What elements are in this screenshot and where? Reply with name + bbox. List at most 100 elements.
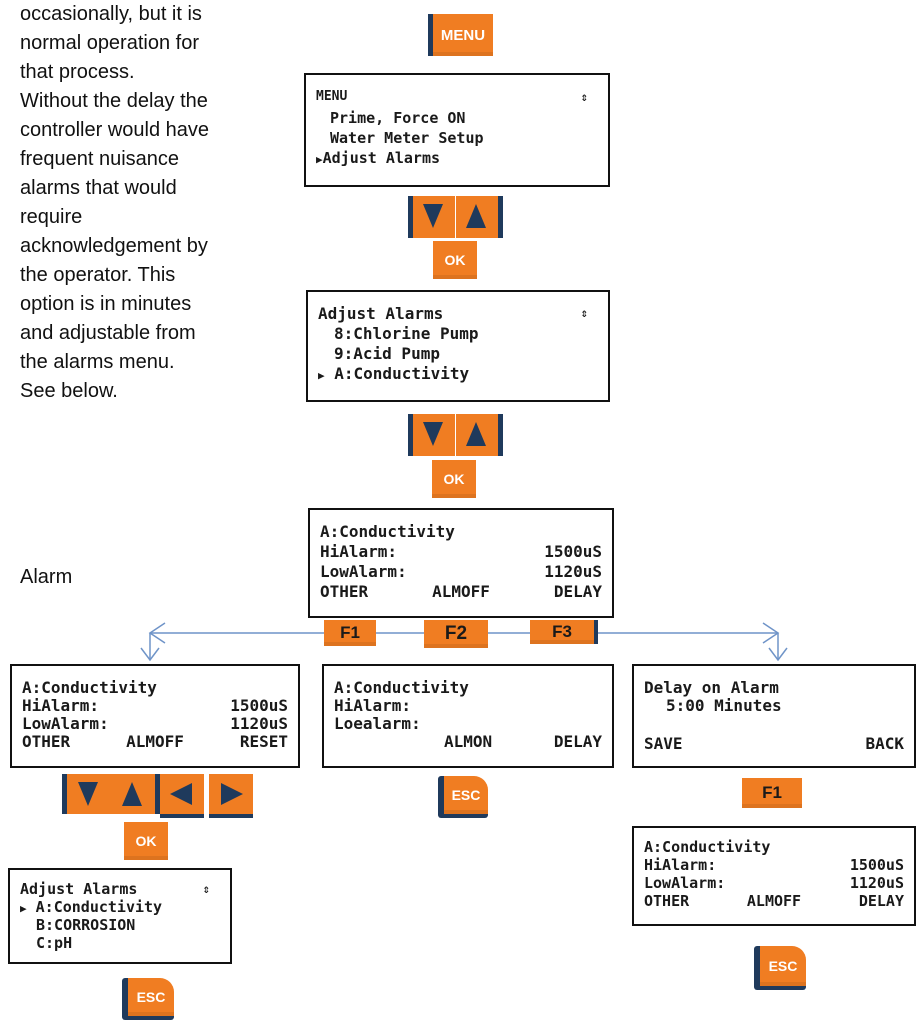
softkey-almon: ALMON — [444, 732, 493, 751]
softkey-delay: DELAY — [858, 892, 904, 910]
low-alarm-value: 1120uS — [544, 562, 602, 581]
low-alarm-value: 1120uS — [230, 714, 288, 733]
ok-button[interactable]: OK — [433, 241, 477, 279]
intro-line: controller would have — [20, 119, 209, 141]
alarm-label: Alarm — [20, 566, 73, 588]
intro-line: alarms that would — [20, 177, 177, 199]
f1-button-label: F1 — [340, 623, 360, 642]
softkey-delay: DELAY — [553, 582, 602, 601]
down-button[interactable] — [62, 774, 111, 814]
ok-button-label: OK — [135, 833, 157, 849]
lcd-conductivity-reset-screen: A:Conductivity HiAlarm:1500uS LowAlarm:1… — [10, 664, 300, 768]
down-button[interactable] — [408, 414, 455, 456]
intro-line: that process. — [20, 61, 135, 83]
menu-item-selected: ▶ A:Conductivity — [318, 364, 470, 383]
ok-button[interactable]: OK — [124, 822, 168, 860]
down-arrow-icon — [78, 782, 98, 806]
intro-line: the operator. This — [20, 264, 176, 286]
low-alarm-label: Loealarm: — [334, 714, 421, 733]
left-arrow-icon — [170, 783, 192, 805]
esc-button[interactable]: ESC — [122, 978, 174, 1020]
intro-line: See below. — [20, 380, 118, 402]
softkey-almoff: ALMOFF — [126, 732, 184, 751]
intro-line: and adjustable from — [20, 322, 196, 344]
low-alarm-label: LowAlarm: — [644, 874, 726, 892]
esc-button-label: ESC — [136, 989, 166, 1005]
up-button[interactable] — [456, 196, 503, 238]
low-alarm-value: 1120uS — [849, 874, 904, 892]
hi-alarm-label: HiAlarm: — [334, 696, 412, 715]
lcd-title: Adjust Alarms — [318, 304, 444, 323]
lcd-adjust-alarms-screen: Adjust Alarms ⇕ 8:Chlorine Pump 9:Acid P… — [306, 290, 610, 402]
hi-alarm-value: 1500uS — [544, 542, 602, 561]
f1-button[interactable]: F1 — [324, 620, 376, 646]
delay-value: 5:00 Minutes — [666, 696, 782, 715]
menu-button[interactable]: MENU — [428, 14, 493, 56]
hi-alarm-value: 1500uS — [849, 856, 904, 874]
up-arrow-icon — [466, 422, 486, 446]
down-button[interactable] — [408, 196, 455, 238]
selection-arrow-icon: ▶ — [20, 902, 27, 915]
ok-button[interactable]: OK — [432, 460, 476, 498]
menu-item-selected: ▶Adjust Alarms — [316, 149, 441, 167]
scroll-updown-icon: ⇕ — [580, 306, 588, 320]
esc-button[interactable]: ESC — [438, 776, 488, 818]
right-button[interactable] — [209, 774, 253, 818]
lcd-title: MENU — [316, 89, 348, 104]
ok-button-label: OK — [444, 252, 466, 268]
intro-line: Without the delay the — [20, 90, 208, 112]
esc-button-label: ESC — [768, 958, 798, 974]
hi-alarm-label: HiAlarm: — [644, 856, 717, 874]
ok-button-label: OK — [443, 471, 465, 487]
f3-button-label: F3 — [552, 622, 572, 641]
intro-paragraph: occasionally, but it is normal operation… — [20, 0, 282, 406]
left-button[interactable] — [160, 774, 204, 818]
menu-item: Water Meter Setup — [330, 129, 484, 147]
softkey-almoff: ALMOFF — [432, 582, 490, 601]
softkey-other: OTHER — [320, 582, 369, 601]
softkey-delay: DELAY — [553, 732, 602, 751]
f2-button[interactable]: F2 — [424, 620, 488, 648]
lcd-title: A:Conductivity — [22, 678, 157, 697]
down-arrow-icon — [423, 422, 443, 446]
up-arrow-icon — [466, 204, 486, 228]
intro-line: the alarms menu. — [20, 351, 175, 373]
menu-item: B:CORROSION — [36, 916, 136, 934]
scroll-updown-icon: ⇕ — [580, 90, 588, 104]
softkey-other: OTHER — [22, 732, 71, 751]
esc-button[interactable]: ESC — [754, 946, 806, 990]
scroll-updown-icon: ⇕ — [202, 882, 210, 896]
up-button[interactable] — [111, 774, 160, 814]
lcd-title: A:Conductivity — [644, 838, 771, 856]
f1-button-label: F1 — [762, 783, 782, 802]
low-alarm-label: LowAlarm: — [22, 714, 109, 733]
menu-item: 9:Acid Pump — [334, 344, 440, 363]
f2-button-label: F2 — [444, 623, 468, 644]
lcd-delay-screen: Delay on Alarm 5:00 Minutes SAVE BACK — [632, 664, 916, 768]
esc-button-label: ESC — [451, 787, 481, 803]
lcd-title: A:Conductivity — [320, 522, 455, 541]
f3-button[interactable]: F3 — [530, 620, 598, 644]
menu-item: C:pH — [36, 934, 73, 952]
right-arrow-icon — [221, 783, 243, 805]
f1-button[interactable]: F1 — [742, 778, 802, 808]
lcd-title: A:Conductivity — [334, 678, 469, 697]
up-arrow-icon — [122, 782, 142, 806]
softkey-almoff: ALMOFF — [746, 892, 802, 910]
lcd-conductivity-screen: A:Conductivity HiAlarm:1500uS LowAlarm:1… — [308, 508, 614, 618]
lcd-alarm-off-screen: A:Conductivity HiAlarm: Loealarm: ALMON D… — [322, 664, 614, 768]
menu-button-label: MENU — [440, 26, 486, 44]
hi-alarm-value: 1500uS — [230, 696, 288, 715]
down-arrow-icon — [423, 204, 443, 228]
menu-item: 8:Chlorine Pump — [334, 324, 479, 343]
lcd-title: Delay on Alarm — [644, 678, 779, 697]
up-button[interactable] — [456, 414, 503, 456]
softkey-back: BACK — [865, 734, 904, 753]
intro-line: occasionally, but it is — [20, 3, 202, 25]
intro-line: frequent nuisance — [20, 148, 180, 170]
intro-line: require — [20, 206, 83, 228]
softkey-save: SAVE — [644, 734, 683, 753]
lcd-menu-screen: MENU ⇕ Prime, Force ON Water Meter Setup… — [304, 73, 610, 187]
selection-arrow-icon: ▶ — [318, 369, 325, 382]
menu-item: Prime, Force ON — [330, 109, 466, 127]
